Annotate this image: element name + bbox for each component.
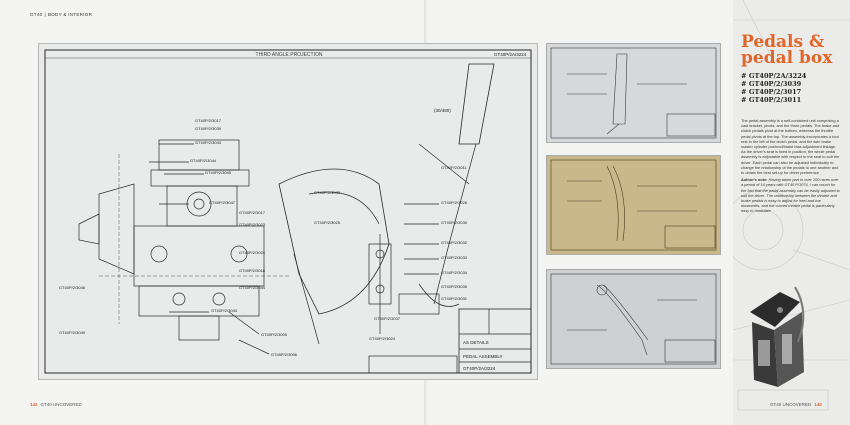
part-number: # GT40P/2/3011: [741, 96, 802, 105]
thumbnail-drawing-2: [550, 159, 717, 251]
callout-left-2: GT40P/2/3039: [195, 126, 222, 131]
feature-body: The pedal assembly is a self-contained u…: [741, 118, 841, 216]
callout-side-5: GT40P/2/3044: [239, 285, 266, 290]
running-header: GT40|BODY & INTERIOR: [30, 12, 93, 17]
book-title-left: GT40 UNCOVERED: [40, 402, 82, 407]
callout-side-7: GT40P/2/3025: [314, 220, 341, 225]
callout-right-7: GT40P/2/3035: [441, 284, 468, 289]
callout-right-1: GT40P/2/3011: [441, 165, 467, 170]
pedal-box-photo: [750, 286, 805, 387]
drawing-number-bottom: GT40P/2A/3224: [463, 366, 496, 371]
callout-left-5: GT40P/2/3045: [205, 170, 232, 175]
callout-side-6: GT40P/2/3033: [314, 190, 341, 195]
callout-side-1: GT40P/2/3017: [239, 210, 266, 215]
drawing-thumbnail-2: [546, 155, 721, 255]
pedal-assembly-blueprint: THIRD ANGLE PROJECTION GT40P/2A/3224 (30…: [38, 43, 538, 380]
drawing-thumbnail-3: [546, 269, 721, 369]
thumbnail-drawing-1: [550, 47, 717, 139]
callout-left-3: GT40P/2/3043: [195, 140, 222, 145]
callout-left-1: GT40P/2/3017: [195, 118, 222, 123]
part-number: # GT40P/2/3039: [741, 80, 802, 89]
callout-right-3: GT40P/2/3030: [441, 220, 468, 225]
title-block-details: AS DETAILS: [463, 340, 489, 345]
callout-left-6: GT40P/2/3047: [209, 200, 236, 205]
part-number: # GT40P/2/3017: [741, 88, 802, 97]
callout-side-2: GT40P/2/3023: [239, 222, 266, 227]
faint-drawing-background: [733, 0, 850, 411]
part-number-list: # GT40P/2A/3224 # GT40P/2/3039 # GT40P/2…: [741, 72, 846, 104]
feature-paragraph: The pedal assembly is a self-contained u…: [741, 118, 840, 176]
header-model: GT40: [30, 12, 43, 17]
callout-left-11: GT40P/2/3006: [271, 352, 298, 357]
title-block-assembly: PEDAL ASSEMBLY: [463, 354, 503, 359]
feature-title-line-1: Pedals &: [741, 32, 825, 52]
thumbnail-drawing-3: [550, 273, 717, 365]
blueprint-drawing: THIRD ANGLE PROJECTION GT40P/2A/3224 (30…: [44, 49, 532, 374]
page-number-left: 142: [30, 402, 38, 407]
callout-right-9: GT40P/2/3037: [374, 316, 401, 321]
feature-title: Pedals & pedal box: [741, 32, 846, 68]
callout-side-4: GT40P/2/3018: [239, 268, 266, 273]
book-title-right: GT40 UNCOVERED: [770, 402, 812, 407]
callout-side-8: GT40P/2/3024: [369, 336, 396, 341]
note-label: Author's note:: [741, 177, 768, 183]
callout-left-4: GT40P/2/3044: [190, 158, 217, 163]
page-number-right: 143: [814, 402, 822, 407]
feature-title-line-2: pedal box: [741, 48, 833, 68]
header-section: BODY & INTERIOR: [47, 12, 93, 17]
drawing-thumbnail-1: [546, 43, 721, 143]
callout-right-8: GT40P/2/3031: [441, 296, 468, 301]
callout-left-7: GT40P/2/3046: [59, 285, 86, 290]
drawing-number-top: GT40P/2A/3224: [494, 52, 527, 57]
callout-right-6: GT40P/2/3034: [441, 270, 468, 275]
projection-label: THIRD ANGLE PROJECTION: [256, 52, 323, 58]
callout-left-9: GT40P/2/3043: [211, 308, 238, 313]
note-text: Having taken part in over 100 races over…: [741, 177, 840, 214]
callout-left-10: GT40P/2/3005: [261, 332, 288, 337]
callout-left-8: GT40P/2/3049: [59, 330, 86, 335]
authors-note: Author's note: Having taken part in over…: [741, 177, 841, 213]
dimension-label: (30/480): [434, 108, 451, 113]
callout-right-4: GT40P/2/3032: [441, 240, 468, 245]
callout-right-2: GT40P/2/3026: [441, 200, 468, 205]
callout-side-3: GT40P/2/3024: [239, 250, 266, 255]
callout-right-5: GT40P/2/3033: [441, 255, 468, 260]
part-number: # GT40P/2A/3224: [741, 72, 807, 80]
